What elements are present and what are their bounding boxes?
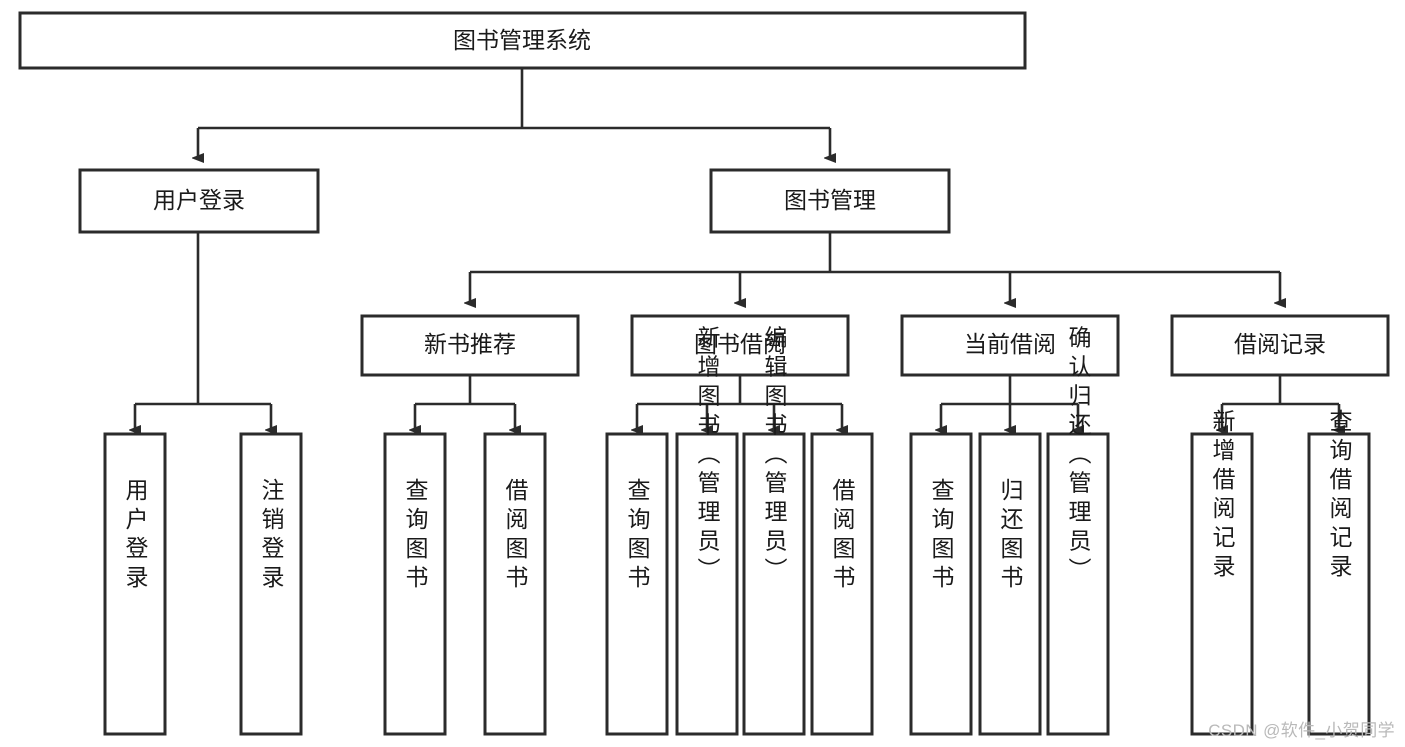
node-leaf-add-record-label: 新增借阅记录	[1209, 409, 1236, 583]
node-leaf-return-book-label: 归还图书	[997, 478, 1024, 594]
node-leaf-logout-login-box[interactable]	[239, 432, 303, 736]
node-book-manage-box[interactable]	[709, 168, 951, 234]
node-leaf-query-book-1-label: 查询图书	[402, 478, 429, 594]
node-current-borrow-label: 当前借阅	[964, 331, 1056, 357]
node-leaf-borrow-book-2-box[interactable]	[810, 432, 874, 736]
node-root[interactable]: 图书管理系统	[18, 11, 1027, 70]
csdn-watermark: CSDN @软件_小贺同学	[1208, 721, 1395, 740]
node-leaf-add-record[interactable]: 新增借阅记录	[1190, 409, 1254, 736]
node-leaf-query-record-box[interactable]	[1307, 432, 1371, 736]
node-leaf-query-book-3-label: 查询图书	[928, 478, 955, 594]
node-leaf-query-book-3-box[interactable]	[909, 432, 973, 736]
node-leaf-query-book-2-label: 查询图书	[624, 478, 651, 594]
node-leaf-query-book-3[interactable]: 查询图书	[909, 432, 973, 736]
node-book-manage-label: 图书管理	[784, 187, 876, 213]
node-current-borrow[interactable]: 当前借阅	[900, 314, 1120, 377]
node-leaf-return-book[interactable]: 归还图书	[978, 432, 1042, 736]
node-new-book-recommend-label: 新书推荐	[424, 331, 516, 357]
node-leaf-user-login-box[interactable]	[103, 432, 167, 736]
connectors-current-borrow-to-leaves	[941, 375, 1078, 430]
node-leaf-query-book-2[interactable]: 查询图书	[605, 432, 669, 736]
node-leaf-add-book[interactable]: 新增图书（管理员）	[675, 326, 739, 736]
node-user-login-label: 用户登录	[153, 187, 245, 213]
connectors-book-manage-to-level3	[470, 232, 1280, 303]
node-leaf-confirm-return-box[interactable]	[1046, 432, 1110, 736]
node-leaf-borrow-book-2-label: 借阅图书	[829, 478, 856, 594]
node-leaf-query-book-1[interactable]: 查询图书	[383, 432, 447, 736]
node-leaf-edit-book[interactable]: 编辑图书（管理员）	[742, 326, 806, 736]
connectors-borrow-record-to-leaves	[1222, 375, 1339, 430]
node-borrow-record-box[interactable]	[1170, 314, 1390, 377]
node-current-borrow-box[interactable]	[900, 314, 1120, 377]
node-leaf-edit-book-label: 编辑图书（管理员）	[761, 326, 788, 587]
node-leaf-logout-login[interactable]: 注销登录	[239, 432, 303, 736]
node-leaf-borrow-book-1-label: 借阅图书	[502, 478, 529, 594]
node-borrow-record-label: 借阅记录	[1234, 331, 1326, 357]
node-leaf-edit-book-box[interactable]	[742, 432, 806, 736]
node-new-book-recommend[interactable]: 新书推荐	[360, 314, 580, 377]
connectors-new-book-recommend-to-leaves	[415, 375, 515, 430]
node-leaf-logout-login-label: 注销登录	[258, 478, 285, 594]
node-book-borrow[interactable]: 图书借阅	[630, 314, 850, 377]
node-root-box[interactable]	[18, 11, 1027, 70]
node-leaf-query-record-label: 查询借阅记录	[1326, 409, 1353, 583]
node-leaf-add-record-box[interactable]	[1190, 432, 1254, 736]
node-leaf-borrow-book-1-box[interactable]	[483, 432, 547, 736]
node-leaf-add-book-label: 新增图书（管理员）	[694, 326, 721, 587]
node-leaf-borrow-book-1[interactable]: 借阅图书	[483, 432, 547, 736]
node-user-login[interactable]: 用户登录	[78, 168, 320, 234]
connectors-book-borrow-to-leaves	[637, 375, 842, 430]
node-leaf-query-book-2-box[interactable]	[605, 432, 669, 736]
node-new-book-recommend-box[interactable]	[360, 314, 580, 377]
connectors-root-to-level2	[198, 68, 830, 158]
node-leaf-query-book-1-box[interactable]	[383, 432, 447, 736]
node-leaf-confirm-return[interactable]: 确认归还（管理员）	[1046, 326, 1110, 736]
node-book-borrow-label: 图书借阅	[694, 331, 786, 357]
node-leaf-borrow-book-2[interactable]: 借阅图书	[810, 432, 874, 736]
node-root-label: 图书管理系统	[453, 27, 591, 53]
node-leaf-query-record[interactable]: 查询借阅记录	[1307, 409, 1371, 736]
node-book-borrow-box[interactable]	[630, 314, 850, 377]
node-leaf-return-book-box[interactable]	[978, 432, 1042, 736]
node-user-login-box[interactable]	[78, 168, 320, 234]
node-leaf-add-book-box[interactable]	[675, 432, 739, 736]
connectors-user-login-to-leaves	[135, 232, 271, 430]
node-leaf-user-login[interactable]: 用户登录	[103, 432, 167, 736]
node-book-manage[interactable]: 图书管理	[709, 168, 951, 234]
node-borrow-record[interactable]: 借阅记录	[1170, 314, 1390, 377]
node-leaf-user-login-label: 用户登录	[122, 478, 149, 594]
node-leaf-confirm-return-label: 确认归还（管理员）	[1065, 326, 1092, 587]
